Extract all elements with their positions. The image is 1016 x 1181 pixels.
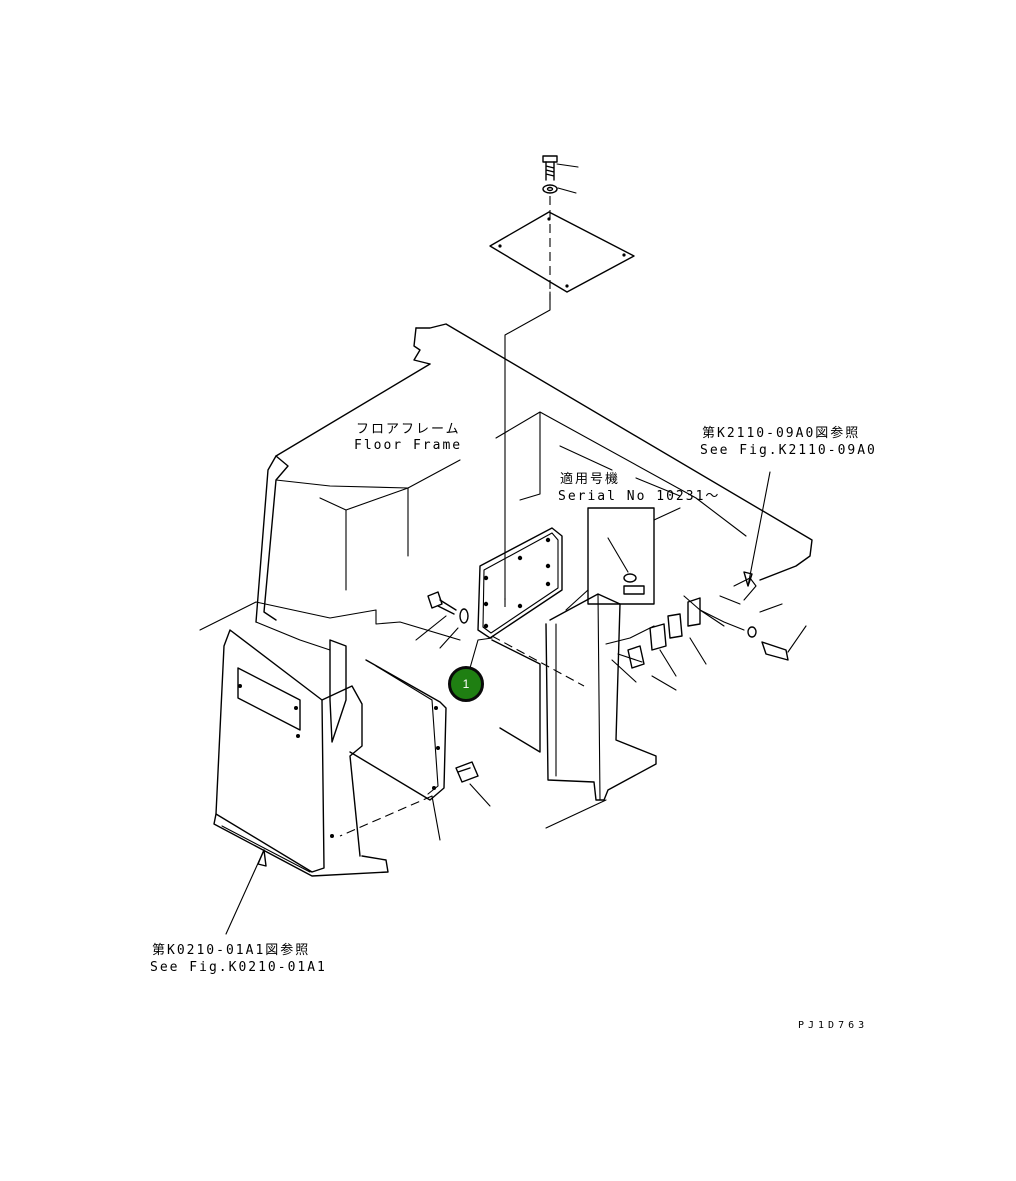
side-washer-upper [439, 608, 469, 649]
callout-label: 1 [462, 677, 470, 691]
frame-lower [491, 593, 657, 829]
callout-leader [469, 637, 493, 669]
cover-bracket [329, 639, 447, 841]
drawing-code: PJ1D763 [798, 1020, 869, 1031]
callout-part-1[interactable]: 1 [448, 666, 484, 702]
top-washer [542, 184, 577, 194]
serial-detail-box [565, 507, 681, 611]
side-cover [213, 629, 389, 877]
inspection-panel [477, 527, 563, 639]
reference-right-jp: 第K2110-09A0図参照 [702, 426, 861, 441]
reference-arrow-right [743, 471, 771, 587]
floor-frame-label-jp: フロアフレーム [356, 422, 461, 437]
reference-arrow-left [225, 849, 267, 935]
side-bolt-upper [415, 591, 457, 641]
cover-plate [489, 211, 635, 293]
reference-left-jp: 第K0210-01A1図参照 [152, 943, 311, 958]
top-bolt [542, 155, 579, 181]
serial-label-en: Serial No 10231～ [558, 489, 721, 504]
serial-label-jp: 適用号機 [560, 472, 621, 487]
side-bolt-lower [455, 761, 491, 807]
assembly-leader [504, 291, 551, 601]
floor-frame-label-en: Floor Frame [354, 438, 463, 453]
wiring-hardware [605, 577, 807, 691]
reference-left-en: See Fig.K0210-01A1 [150, 960, 327, 975]
floor-frame [199, 323, 813, 651]
reference-right-en: See Fig.K2110-09A0 [700, 443, 877, 458]
